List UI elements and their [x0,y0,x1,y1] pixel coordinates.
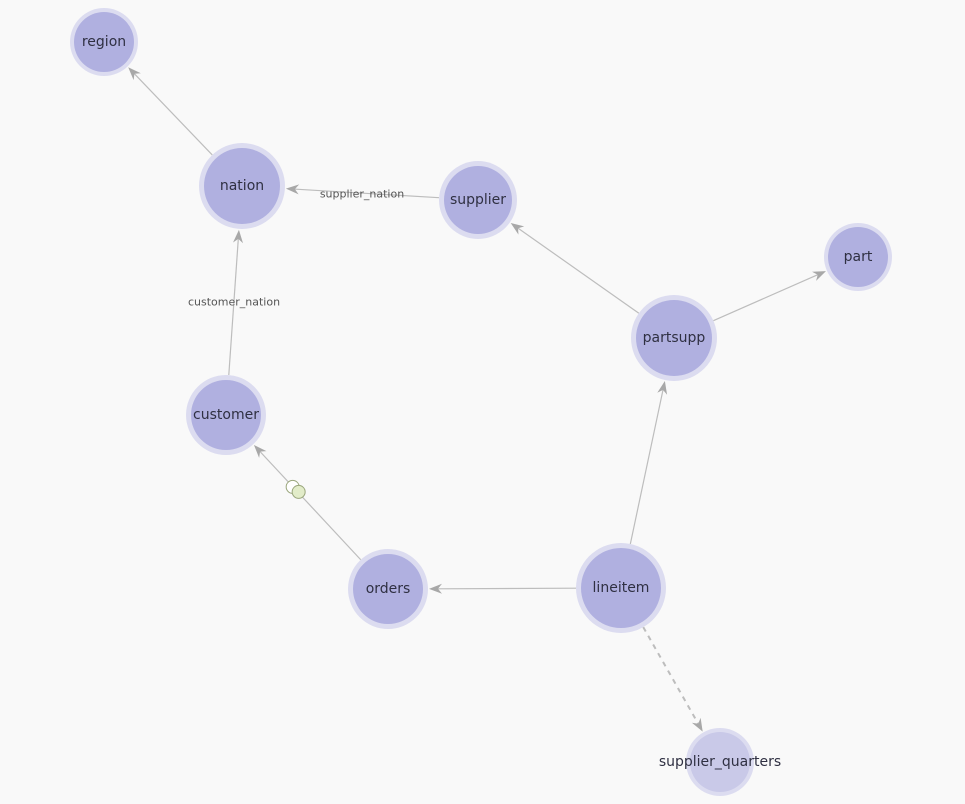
node-partsupp[interactable]: partsupp [631,295,717,381]
edge-line [642,626,700,726]
edge-partsupp-supplier[interactable] [510,223,640,314]
node-orders[interactable]: orders [348,549,428,629]
node-label: supplier [450,192,506,208]
edge-line [228,237,239,376]
node-label: lineitem [593,580,650,596]
edge-label: supplier_nation [320,188,404,201]
edge-line [516,227,640,314]
arrowhead-icon [691,717,703,732]
arrowhead-icon [253,445,267,458]
edge-lineitem-partsupp[interactable] [629,381,668,545]
node-circle [191,380,261,450]
node-nation[interactable]: nation [199,143,285,229]
arrowhead-icon [657,381,668,395]
arrowhead-icon [128,67,141,81]
arrowhead-icon [285,184,300,195]
edge-line [629,388,664,545]
node-label: region [82,34,126,50]
node-label: partsupp [643,330,706,346]
node-label: orders [366,581,411,597]
edge-customer-nation[interactable]: customer_nation [188,229,280,376]
node-supplier-quarters[interactable]: supplier_quarters [659,728,781,796]
edge-lineitem-supplier_quarters[interactable] [642,626,703,732]
edge-label: customer_nation [188,296,280,309]
edge-orders-customer[interactable] [253,445,362,561]
node-label: supplier_quarters [659,754,781,770]
edge-line [258,450,362,561]
node-customer[interactable]: customer [186,375,266,455]
node-region[interactable]: region [70,8,138,76]
node-label: nation [220,178,264,194]
node-circle [828,227,888,287]
arrowhead-icon [510,223,525,235]
node-lineitem[interactable]: lineitem [576,543,666,633]
node-circle [353,554,423,624]
edge-partsupp-part[interactable] [713,271,826,322]
edge-nation-region[interactable] [128,67,213,156]
edge-line [713,273,819,322]
arrowhead-icon [233,229,244,244]
junction-marker-icon [285,479,306,499]
node-circle [204,148,280,224]
node-circle [690,732,750,792]
edge-supplier-nation[interactable]: supplier_nation [285,184,440,201]
edges-layer: supplier_nation customer_nation [128,67,826,732]
edge-line [133,72,213,156]
edge-lineitem-orders[interactable] [428,583,577,594]
node-circle [74,12,134,72]
node-circle [444,166,512,234]
nodes-layer: region nation supplier part partsupp customer… [70,8,892,796]
node-supplier[interactable]: supplier [439,161,517,239]
node-label: customer [193,407,259,423]
edge-line [293,188,440,199]
node-circle [636,300,712,376]
arrowhead-icon [812,271,826,281]
node-part[interactable]: part [824,223,892,291]
edge-line [436,587,577,590]
node-label: part [844,249,873,265]
node-circle [581,548,661,628]
arrowhead-icon [428,583,443,594]
